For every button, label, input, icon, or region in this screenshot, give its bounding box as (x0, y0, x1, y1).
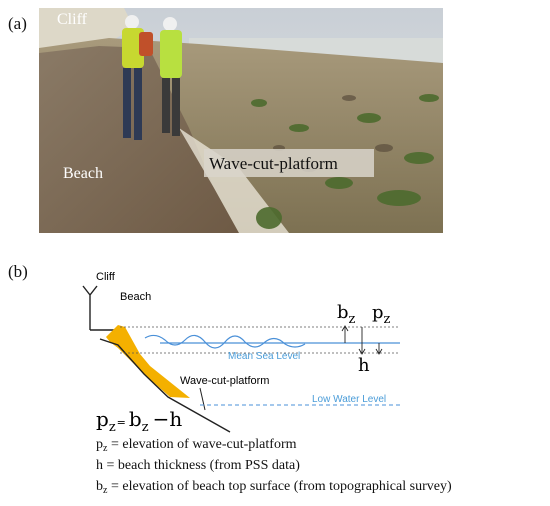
platform-pointer (199, 387, 206, 411)
legend: pz = elevation of wave-cut-platform h = … (96, 434, 452, 497)
platform-profile (99, 338, 231, 433)
panel-label-a: (a) (8, 14, 27, 33)
photo-beach-label: Beach (63, 165, 103, 182)
person-right (160, 17, 182, 136)
wave-curve (144, 334, 306, 349)
legend-item-pz: pz = elevation of wave-cut-platform (96, 437, 297, 454)
seaweed-rocks (251, 94, 439, 229)
diagram-beach-label: Beach (120, 291, 151, 303)
cliff-outline (82, 285, 120, 331)
cross-section-diagram: Cliff Beach Wave-cut-platform Mean Sea L… (0, 250, 550, 502)
legend-item-h: h = beach thickness (from PSS data) (96, 458, 300, 473)
panel-label-b: (b) (8, 262, 28, 281)
mean-sea-level-label: Mean Sea Level (228, 351, 300, 362)
h-symbol: h (358, 355, 370, 376)
photo-platform-label: Wave-cut-platform (209, 154, 338, 173)
person-left (122, 15, 153, 140)
legend-item-bz: bz = elevation of beach top surface (fro… (96, 479, 452, 496)
photo-cliff-label: Cliff (57, 11, 88, 28)
pz-symbol: pz (372, 302, 391, 327)
bz-symbol: bz (337, 302, 356, 327)
photo-platform-label-bg (204, 149, 374, 177)
low-water-level-label: Low Water Level (312, 394, 386, 405)
beach-wedge (106, 325, 190, 398)
diagram-platform-label: Wave-cut-platform (180, 375, 269, 387)
diagram-cliff-label: Cliff (96, 271, 116, 283)
field-photo: Cliff Beach Wave-cut-platform (39, 8, 443, 233)
equation: pz=bz−h (96, 407, 182, 435)
